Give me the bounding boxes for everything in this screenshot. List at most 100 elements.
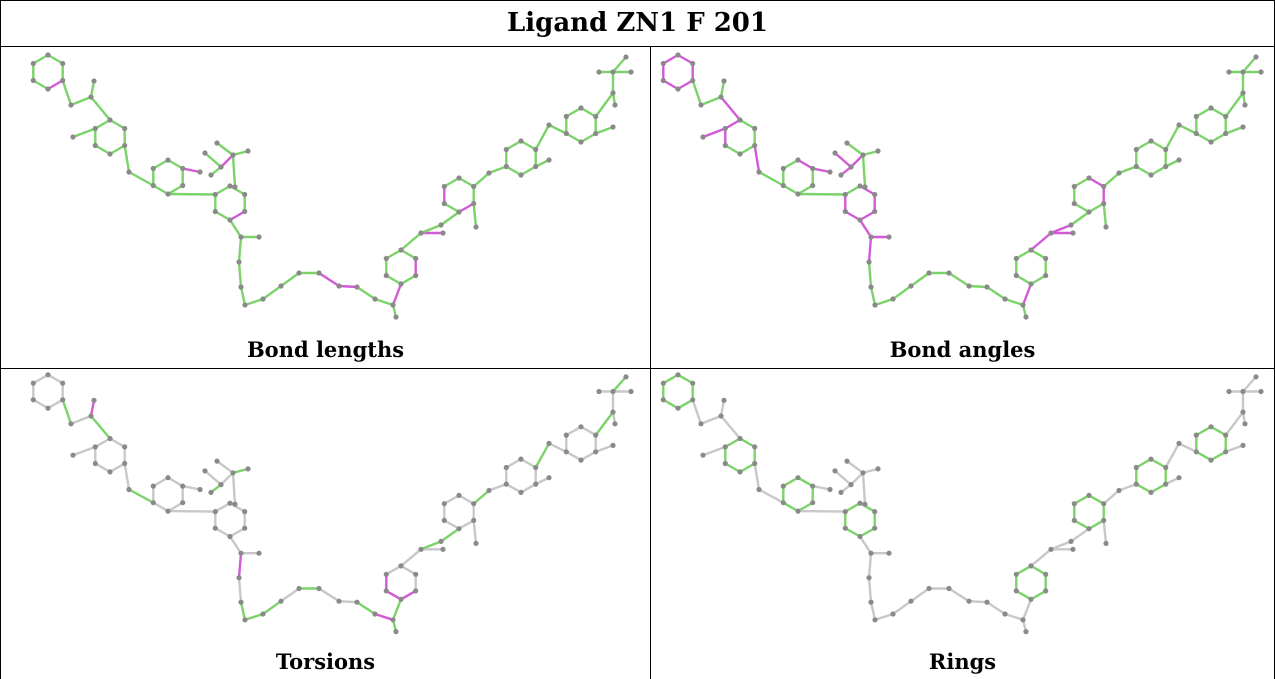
bond-lengths-atom bbox=[418, 230, 424, 236]
torsions-atom bbox=[486, 487, 492, 494]
bond-angles-atom bbox=[1176, 157, 1182, 163]
bond-angles-bond bbox=[1073, 202, 1091, 214]
bond-angles-bond bbox=[1224, 91, 1245, 118]
bond-angles-bond bbox=[1117, 165, 1138, 175]
bond-lengths-bond bbox=[71, 127, 97, 139]
bond-lengths-atom bbox=[242, 208, 248, 215]
rings-atom bbox=[1240, 388, 1246, 395]
bond-angles-bond bbox=[738, 144, 756, 156]
bond-angles-bond bbox=[1015, 248, 1033, 260]
bond-angles-bond bbox=[1069, 210, 1091, 227]
bond-angles-atom bbox=[737, 151, 743, 157]
bond-lengths-bond bbox=[399, 248, 417, 260]
torsions-bond bbox=[152, 476, 170, 488]
rings-atom bbox=[1176, 475, 1182, 481]
bond-lengths-bond bbox=[94, 144, 112, 156]
rings-atom bbox=[862, 501, 868, 507]
torsions-atom bbox=[150, 500, 156, 506]
torsions-atom bbox=[440, 546, 446, 552]
torsions-bond bbox=[239, 600, 247, 622]
torsions-atom bbox=[533, 464, 539, 471]
bond-lengths-bond bbox=[472, 202, 478, 229]
rings-atom bbox=[1223, 432, 1229, 438]
bond-angles-bond bbox=[947, 271, 971, 288]
bond-angles-atom bbox=[1148, 138, 1154, 144]
rings-bond bbox=[724, 437, 742, 449]
bond-lengths-bond bbox=[61, 79, 73, 107]
rings-bond bbox=[1015, 564, 1033, 576]
bond-angles-atom bbox=[1028, 281, 1034, 287]
bond-angles-bond bbox=[811, 167, 832, 174]
bond-lengths-atom bbox=[413, 255, 419, 262]
bond-lengths-atom bbox=[623, 54, 629, 60]
bond-angles-atom bbox=[722, 125, 728, 132]
rings-atom bbox=[984, 599, 990, 605]
bond-angles-atom bbox=[842, 208, 848, 215]
bond-angles-atom bbox=[780, 182, 786, 189]
bond-lengths-atom bbox=[107, 151, 113, 157]
torsions-atom bbox=[578, 457, 584, 463]
torsions-bond bbox=[203, 469, 223, 486]
torsions-bond bbox=[237, 576, 243, 604]
rings-bond bbox=[699, 414, 723, 425]
rings-bond bbox=[858, 535, 873, 555]
bond-angles-atom bbox=[1068, 222, 1074, 228]
torsions-bond bbox=[317, 587, 341, 603]
rings-atom bbox=[1253, 374, 1259, 380]
rings-atom bbox=[827, 486, 833, 493]
bond-lengths-atom bbox=[91, 78, 97, 84]
torsions-atom bbox=[413, 571, 419, 577]
torsions-atom bbox=[563, 432, 569, 438]
torsions-atom bbox=[180, 500, 186, 506]
bond-lengths-atom bbox=[546, 122, 552, 128]
bond-lengths-atom bbox=[60, 60, 66, 67]
rings-bond bbox=[947, 587, 971, 603]
bond-lengths-atom bbox=[533, 146, 539, 153]
torsions-bond bbox=[594, 444, 615, 454]
bond-lengths-atom bbox=[208, 172, 214, 178]
bond-angles-atom bbox=[810, 165, 816, 172]
bond-angles-atom bbox=[857, 217, 863, 223]
torsions-atom bbox=[610, 442, 616, 448]
bond-lengths-bond bbox=[565, 106, 583, 118]
bond-lengths-bond bbox=[457, 202, 475, 214]
rings-bond bbox=[1209, 450, 1227, 462]
bond-angles-atom bbox=[1028, 247, 1034, 253]
bond-lengths-bond bbox=[237, 235, 243, 264]
torsions-atom bbox=[212, 525, 218, 531]
bond-angles-atom bbox=[966, 283, 972, 289]
bond-lengths-atom bbox=[92, 125, 98, 132]
bond-angles-atom bbox=[1133, 163, 1139, 170]
bond-angles-atom bbox=[795, 191, 801, 197]
rings-bond bbox=[873, 612, 895, 622]
torsions-atom bbox=[563, 449, 569, 455]
torsions-atom bbox=[30, 380, 36, 386]
torsions-atom bbox=[122, 460, 128, 467]
bond-angles-atom bbox=[844, 140, 850, 146]
rings-atom bbox=[1086, 526, 1092, 532]
bond-angles-atom bbox=[718, 94, 724, 100]
rings-bond bbox=[844, 526, 862, 538]
rings-atom bbox=[698, 421, 704, 427]
rings-atom bbox=[1208, 424, 1214, 430]
torsions-bond bbox=[373, 612, 395, 622]
torsions-bond bbox=[166, 509, 217, 513]
torsions-bond bbox=[443, 494, 461, 505]
torsions-atom bbox=[30, 397, 36, 403]
rings-atom bbox=[1240, 409, 1246, 415]
torsions-bond bbox=[152, 501, 170, 513]
torsions-bond bbox=[399, 548, 423, 568]
bond-lengths-bond bbox=[565, 132, 583, 144]
bond-angles-atom bbox=[690, 77, 696, 84]
bond-lengths-bond bbox=[611, 55, 628, 74]
rings-bond bbox=[1149, 457, 1167, 469]
bond-lengths-atom bbox=[68, 102, 74, 108]
bond-angles-atom bbox=[1071, 200, 1077, 207]
torsions-atom bbox=[150, 483, 156, 489]
rings-bond bbox=[1195, 450, 1213, 462]
rings-atom bbox=[848, 482, 854, 488]
rings-bond bbox=[811, 484, 832, 491]
bond-angles-bond bbox=[873, 297, 895, 307]
torsions-atom bbox=[336, 598, 342, 604]
torsions-bond bbox=[457, 494, 475, 505]
